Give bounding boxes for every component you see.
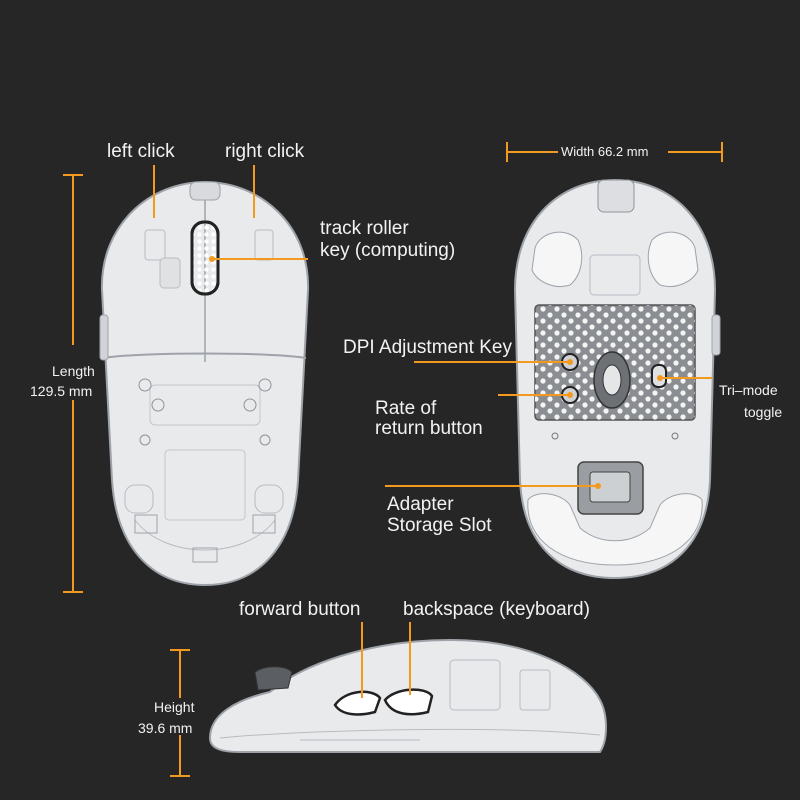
track-roller-label-line2: key (computing) [320, 240, 456, 261]
rate-of-return-label-line1: Rate of [375, 398, 437, 419]
mouse-top-view-illustration [99, 180, 310, 587]
tri-mode-toggle-label-line2: toggle [744, 404, 783, 420]
rate-of-return-label-line2: return button [375, 418, 483, 439]
length-value: 129.5 mm [30, 383, 93, 399]
right-click-label: right click [225, 141, 305, 162]
track-roller-label-line1: track roller [320, 218, 409, 239]
height-label: Height [154, 699, 195, 715]
backspace-button-label: backspace (keyboard) [403, 599, 590, 620]
forward-button-label: forward button [239, 599, 361, 620]
length-label: Length [52, 363, 95, 379]
dpi-adjustment-key-label: DPI Adjustment Key [343, 337, 512, 358]
height-value: 39.6 mm [138, 720, 193, 736]
adapter-storage-label-line2: Storage Slot [387, 515, 492, 536]
left-click-label: left click [107, 141, 175, 162]
width-label: Width 66.2 mm [561, 144, 649, 159]
mouse-side-view-illustration [208, 638, 607, 753]
tri-mode-toggle-label-line1: Tri–mode [719, 382, 778, 398]
adapter-storage-label-line1: Adapter [387, 494, 454, 515]
mouse-bottom-view-illustration [513, 178, 721, 580]
